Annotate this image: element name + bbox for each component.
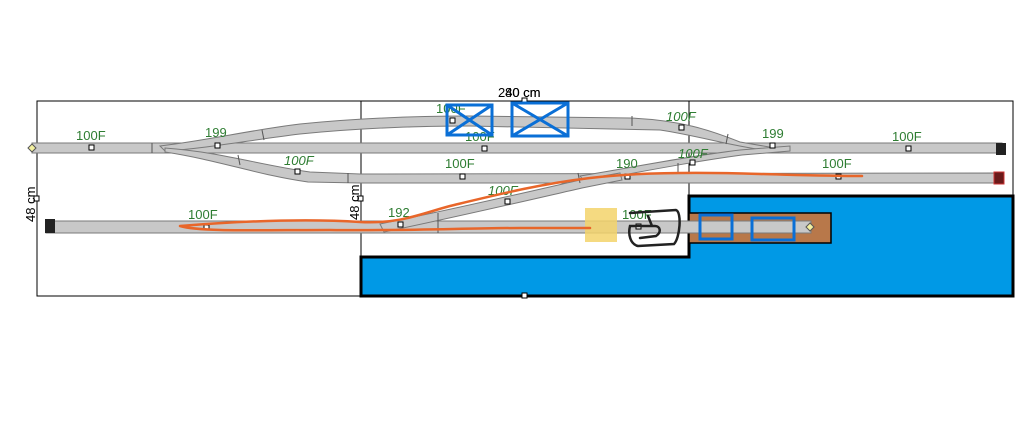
buffer-right-lower (805, 222, 815, 232)
label-right-lower-100f: 100F (822, 156, 852, 171)
track-lower-diagonal[interactable] (379, 172, 623, 233)
dim-overlap: 80 cm (505, 85, 540, 100)
label-top-left-199: 199 (205, 125, 227, 140)
buffer-left-lower (45, 219, 55, 233)
blue-box-dock-1 (698, 213, 734, 241)
label-right-199: 199 (762, 126, 784, 141)
label-lower-left-100f: 100F (188, 207, 218, 222)
dim-overall: 240 cm (498, 85, 541, 100)
label-upper-right-100f: 100F (666, 109, 697, 124)
label-siding-small-100f: 100F (678, 146, 709, 161)
dim-handle-left[interactable] (33, 195, 40, 202)
black-scribble (628, 208, 681, 248)
route-line-orange (178, 171, 864, 232)
label-lower-right-100f: 100F (622, 207, 652, 222)
buffer-right-siding (993, 171, 1005, 185)
blue-box-dock-2 (750, 216, 796, 242)
dim-mid-height: 48 cm (347, 185, 362, 220)
blue-x-box-1 (445, 103, 494, 137)
blue-x-box-2 (510, 101, 570, 138)
dim-handle-mid[interactable] (357, 195, 364, 202)
buffer-left-top (27, 143, 37, 153)
label-siding-190: 190 (616, 156, 638, 171)
buffer-right-top (996, 143, 1006, 155)
dim-handle-bottom[interactable] (521, 292, 528, 299)
label-lower-192: 192 (388, 205, 410, 220)
highlight-yellow (585, 208, 617, 242)
label-siding-left-100f: 100F (284, 153, 315, 168)
label-top-left-100f: 100F (76, 128, 106, 143)
label-siding-mid-100f: 100F (445, 156, 475, 171)
label-top-right-100f: 100F (892, 129, 922, 144)
water-area (359, 194, 1015, 298)
dim-left-height: 48 cm (23, 187, 38, 222)
